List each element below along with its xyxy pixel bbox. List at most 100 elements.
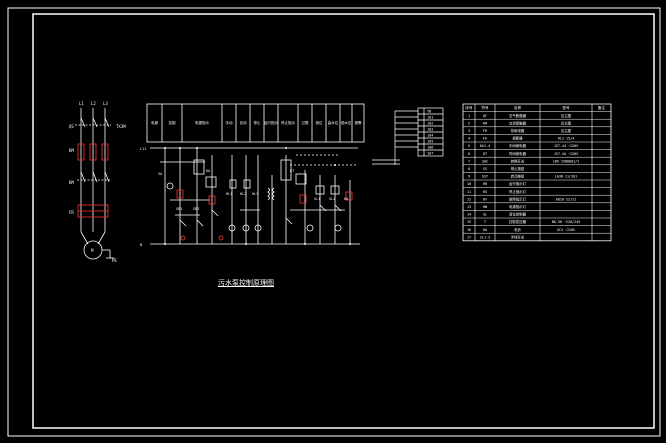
- function-header-2: 电源指示: [195, 120, 209, 125]
- parts-table-cell: 9: [468, 175, 470, 179]
- wire-label-6: HL1: [226, 192, 232, 196]
- thermal-label: FR: [69, 210, 74, 215]
- parts-table-cell: 故障指示灯: [509, 196, 527, 201]
- parts-table-cell: 1: [468, 114, 470, 118]
- parts-table-cell: 交流接触器: [509, 120, 527, 125]
- parts-table-cell: HA: [483, 228, 487, 232]
- wire-label-3: SB1: [176, 207, 182, 211]
- parts-table-cell: 热继电器: [511, 128, 525, 133]
- parts-table-cell: 空气断路器: [509, 113, 527, 118]
- parts-table-cell: JZ7-44 ~220V: [554, 144, 579, 148]
- control-circuit: [150, 147, 360, 245]
- parts-table-cell: 电源指示灯: [509, 204, 527, 209]
- parts-table-cell: T: [484, 220, 486, 224]
- inner-border: [32, 13, 655, 429]
- wire-label-7: HL2: [240, 192, 246, 196]
- phase-label-l2: L2: [91, 101, 96, 106]
- parts-table-cell: SL: [483, 213, 487, 217]
- motor-label: M: [91, 248, 94, 253]
- outer-border: [7, 7, 661, 437]
- control-circuit-red: [176, 189, 353, 241]
- parts-table-cell: 转换开关: [511, 158, 525, 163]
- parts-table-cell: FR: [483, 129, 488, 133]
- terminal-4: 104: [427, 134, 433, 138]
- wire-label-8: HL3: [252, 192, 258, 196]
- breaker-label: QS: [69, 124, 74, 129]
- parts-table-cell: SAC: [482, 159, 488, 163]
- parts-table-cell: 浮球开关: [511, 234, 525, 239]
- parts-table-header: 名称: [514, 105, 522, 110]
- function-header-3: 手动: [226, 120, 233, 125]
- parts-table-cell: JS7-4A ~220V: [554, 152, 579, 156]
- parts-table-cell: 见主图: [561, 128, 572, 133]
- function-header-12: 报警: [355, 120, 363, 125]
- terminal-6: 106: [427, 146, 433, 150]
- parts-table-cell: HW: [483, 205, 488, 209]
- parts-table-cell: 熔断器: [512, 136, 523, 141]
- parts-table-cell: SS: [483, 167, 487, 171]
- parts-table-header: 备注: [598, 105, 606, 110]
- terminal-5: 105: [427, 140, 433, 144]
- parts-table-cell: 13: [467, 205, 471, 209]
- node-dots: [164, 147, 351, 245]
- wire-label-12: HA: [344, 197, 349, 201]
- function-header-9: 液位: [316, 120, 324, 125]
- phase-label-l1: L1: [79, 101, 84, 106]
- parts-table-cell: 17: [467, 235, 471, 239]
- parts-table-cell: LW5-15D0081/2: [553, 159, 580, 163]
- parts-table-cell: 10: [467, 182, 471, 186]
- contactor-contacts-label: KM: [69, 180, 74, 185]
- parts-table-cell: RL1-15/4: [558, 137, 574, 141]
- function-header-10: 高水位: [328, 120, 339, 125]
- wire-label-9: KT: [290, 169, 295, 173]
- main-circuit-labels: L1 L2 L3 QS KM KM FR M PE TX3M: [69, 101, 126, 263]
- parts-table-cell: 电铃: [514, 227, 521, 232]
- parts-table-cell: 停止指示灯: [509, 189, 527, 194]
- parts-table-header: 符号: [481, 105, 489, 110]
- parts-table-cell: SL1-3: [480, 235, 490, 239]
- terminal-7: 107: [427, 152, 433, 156]
- parts-table-cell: 运行指示灯: [509, 181, 527, 186]
- parts-table-cell: SST: [482, 175, 488, 179]
- parts-table-cell: 14: [467, 213, 471, 217]
- wire-label-10: SL1: [314, 197, 320, 201]
- function-header-11: 低水位: [341, 120, 352, 125]
- ground-label: PE: [112, 258, 117, 263]
- parts-table-cell: 停止按钮: [511, 166, 525, 171]
- terminal-1: 101: [427, 116, 433, 120]
- parts-table-cell: LA38-11/201: [555, 175, 577, 179]
- parts-table-cell: KA1-4: [480, 144, 490, 148]
- parts-table-cell: 15: [467, 220, 471, 224]
- terminal-2: 102: [427, 122, 433, 126]
- parts-table-cell: KT: [483, 152, 487, 156]
- parts-table-cell: 11: [467, 190, 471, 194]
- parts-table-cell: 液位控制器: [509, 212, 527, 217]
- wire-label-4: SB2: [193, 207, 199, 211]
- parts-table-cell: 7: [468, 159, 470, 163]
- parts-table-cell: 启动按钮: [511, 174, 525, 179]
- parts-table-cell: BK-50 ~220/24V: [552, 220, 581, 224]
- parts-table-header: 型号: [562, 105, 570, 110]
- parts-table-cell: 控制变压器: [509, 219, 527, 224]
- contactor-label: KM: [69, 148, 74, 153]
- parts-table-cell: 见主图: [561, 113, 572, 118]
- function-header-0: 电源: [151, 120, 158, 125]
- parts-table-cell: HY: [483, 197, 487, 201]
- function-header-strip: [146, 103, 365, 143]
- parts-table-cell: HG: [483, 190, 487, 194]
- parts-table-cell: FU: [483, 137, 487, 141]
- parts-table-cell: 12: [467, 197, 471, 201]
- wire-label-0: L11: [140, 147, 146, 151]
- main-circuit: [75, 108, 114, 260]
- wire-label-11: SL2: [329, 197, 335, 201]
- function-header-4: 自动: [240, 120, 247, 125]
- wire-label-1: N: [140, 243, 142, 247]
- parts-table-cell: 时间继电器: [509, 151, 527, 156]
- parts-table-cell: 3: [468, 129, 470, 133]
- phase-label-l3: L3: [103, 101, 108, 106]
- parts-table-cell: 6: [468, 152, 470, 156]
- function-header-8: 过载: [302, 120, 310, 125]
